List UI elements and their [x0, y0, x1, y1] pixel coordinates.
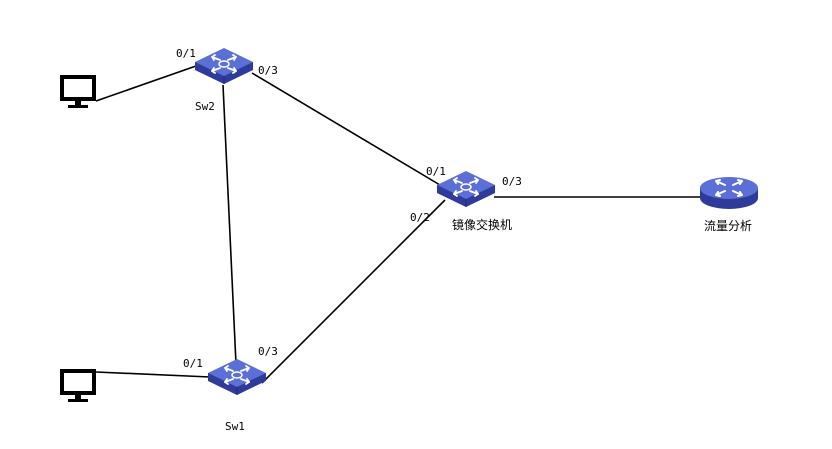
link-sw2-mirror	[251, 72, 441, 186]
link-pc1-sw2	[95, 65, 197, 102]
port-sw2-mirror: 0/3	[258, 64, 278, 77]
pc-top-icon[interactable]	[60, 75, 96, 108]
port-mirror-sw1: 0/2	[410, 211, 430, 224]
link-sw1-mirror	[261, 199, 446, 384]
switch-sw1-icon[interactable]	[207, 358, 267, 396]
link-sw2-sw1	[222, 84, 237, 365]
port-sw2-pc: 0/1	[176, 47, 196, 60]
port-sw1-pc: 0/1	[183, 357, 203, 370]
switch-mirror-label: 镜像交换机	[452, 217, 512, 232]
port-mirror-sw2: 0/1	[426, 165, 446, 178]
port-mirror-analyzer: 0/3	[502, 175, 522, 188]
switch-sw2-label: Sw2	[195, 100, 215, 113]
analyzer-router-icon[interactable]	[700, 177, 758, 209]
pc-bottom-icon[interactable]	[60, 369, 96, 402]
link-pc2-sw1	[95, 371, 211, 378]
port-sw1-mirror: 0/3	[258, 345, 278, 358]
analyzer-label: 流量分析	[704, 219, 752, 233]
switch-sw2-icon[interactable]	[194, 47, 254, 85]
switch-sw1-label: Sw1	[225, 420, 245, 433]
